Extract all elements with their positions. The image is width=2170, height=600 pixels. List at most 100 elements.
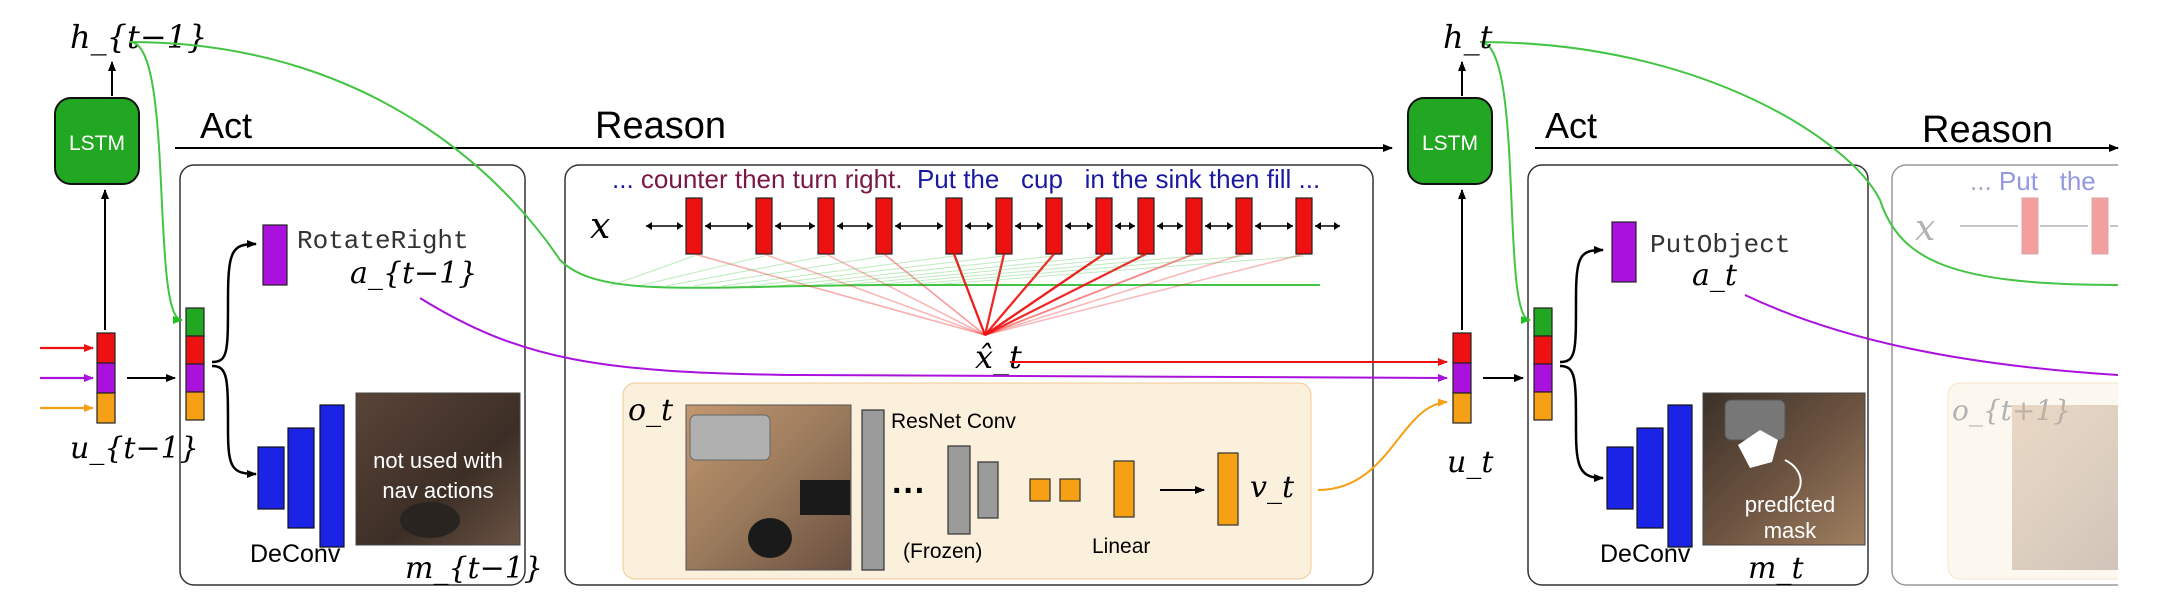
- h-curr-to-concat-curve: [1479, 41, 1531, 324]
- u-prev-red: [96, 332, 116, 364]
- not-used-line1: not used with: [373, 448, 503, 473]
- lstm-label-right: LSTM: [1422, 132, 1478, 155]
- resnet-ellipsis: ···: [892, 472, 926, 510]
- attention-weight-line: [763, 253, 986, 336]
- concat-purple-left: [185, 363, 205, 393]
- a-curr-to-next-arrow: [1744, 294, 2118, 376]
- a-curr-label: a_t: [1692, 258, 1738, 293]
- token-embeddings-next: [1960, 197, 2166, 255]
- token-vector: [1235, 197, 1253, 255]
- brace-right: [1559, 246, 1604, 364]
- resnet-label: ResNet Conv: [891, 410, 1016, 433]
- reason-label: Reason: [595, 105, 726, 147]
- predicted-line1: predicted: [1745, 492, 1836, 517]
- u-curr-label: u_t: [1447, 445, 1494, 480]
- bilstm-link-arrows: [1315, 222, 1340, 230]
- predicted-line2: mask: [1764, 518, 1818, 543]
- x-label: x: [590, 206, 610, 247]
- resnet-bar-1: [861, 409, 885, 571]
- deconv-bar-3-left: [319, 404, 345, 548]
- token-vector: [1045, 197, 1063, 255]
- deconv-bar-2-right: [1636, 427, 1664, 529]
- mask-image-bowl: [400, 502, 460, 538]
- concat-orange-left: [185, 391, 205, 421]
- instruction-context: counter then turn right.: [641, 164, 903, 194]
- query-line: [889, 255, 1245, 287]
- predicted-mask-shape: [1738, 430, 1778, 468]
- act-label-right: Act: [1545, 105, 1597, 146]
- observation-cup: [748, 518, 792, 558]
- h-curr-to-next-attention-curve: [1479, 41, 2118, 286]
- attention-weight-line: [983, 253, 1006, 336]
- token-vector-next: [2091, 197, 2109, 255]
- attention-weight-line: [984, 253, 1195, 336]
- instruction-text: ... counter then turn right. Put the cup…: [612, 164, 1320, 194]
- linear-vector: [1113, 460, 1135, 518]
- bilstm-link-arrows: [1157, 222, 1183, 230]
- bilstm-link-arrows: [1065, 222, 1093, 230]
- token-vector: [1137, 197, 1155, 255]
- action-vector-curr: [1611, 221, 1637, 283]
- query-line: [637, 255, 765, 287]
- observation-image-next: [2012, 405, 2118, 570]
- x-label-next: x: [1915, 208, 1935, 249]
- instruction-current: Put the cup in the sink then fill ...: [903, 164, 1321, 194]
- u-curr-red: [1452, 332, 1472, 364]
- brace-left: [211, 240, 257, 364]
- attention-weight-line: [693, 253, 986, 336]
- token-vector: [755, 197, 773, 255]
- query-line: [777, 255, 1055, 287]
- deconv-bar-2-left: [287, 427, 315, 529]
- v-t-label: v_t: [1250, 470, 1295, 505]
- query-line: [721, 255, 955, 287]
- h-curr-label: h_t: [1443, 18, 1493, 56]
- action-name-curr: PutObject: [1650, 230, 1790, 260]
- concat-red-right: [1533, 335, 1553, 365]
- lstm-block-right: [1407, 97, 1493, 185]
- token-vector: [817, 197, 835, 255]
- lstm-label-left: LSTM: [69, 132, 125, 155]
- action-vector-prev: [262, 224, 288, 286]
- query-line: [749, 255, 1005, 287]
- attention-weight-line: [984, 253, 1105, 336]
- attention-weight-line: [984, 252, 1147, 337]
- token-vector: [995, 197, 1013, 255]
- query-line: [693, 255, 885, 287]
- query-line: [665, 255, 827, 287]
- u-curr-orange: [1452, 392, 1472, 424]
- instruction-next-ellipsis: ...: [1970, 166, 1999, 196]
- m-prev-label: m_{t−1}: [405, 551, 543, 586]
- attention-weight-line: [984, 253, 1305, 336]
- brace-right-lower: [1559, 364, 1604, 482]
- pooled-feature-1: [1029, 478, 1051, 502]
- attention-lines: [609, 252, 1305, 337]
- pooled-feature-2: [1059, 478, 1081, 502]
- concat-green-right: [1533, 307, 1553, 337]
- attention-weight-line: [952, 253, 987, 336]
- instruction-ellipsis: ...: [612, 164, 641, 194]
- reason-label-next: Reason: [1922, 109, 2053, 151]
- deconv-bar-1-left: [257, 446, 285, 510]
- query-line: [917, 255, 1305, 287]
- token-vector-next: [2150, 198, 2166, 254]
- concat-red-left: [185, 335, 205, 365]
- token-vector-next: [2021, 197, 2039, 255]
- v-t-vector: [1217, 452, 1239, 526]
- bilstm-link-arrows: [1115, 222, 1135, 230]
- u-prev-purple: [96, 362, 116, 394]
- token-vector: [1185, 197, 1203, 255]
- concat-orange-right: [1533, 391, 1553, 421]
- bilstm-link-arrows: [1015, 222, 1043, 230]
- u-prev-orange: [96, 392, 116, 424]
- bilstm-link-arrows: [1205, 222, 1233, 230]
- lstm-block-left: [54, 97, 140, 185]
- token-vector: [1095, 197, 1113, 255]
- v-t-to-u-arrow: [1317, 398, 1448, 491]
- observation-sink: [689, 414, 771, 461]
- bilstm-link-arrows: [965, 222, 993, 230]
- resnet-bar-3: [977, 461, 999, 519]
- instruction-next-current: Put the: [1999, 166, 2096, 196]
- h-prev-to-attention-curve: [129, 41, 1320, 289]
- a-prev-label: a_{t−1}: [350, 256, 477, 291]
- resnet-bar-2: [947, 445, 971, 535]
